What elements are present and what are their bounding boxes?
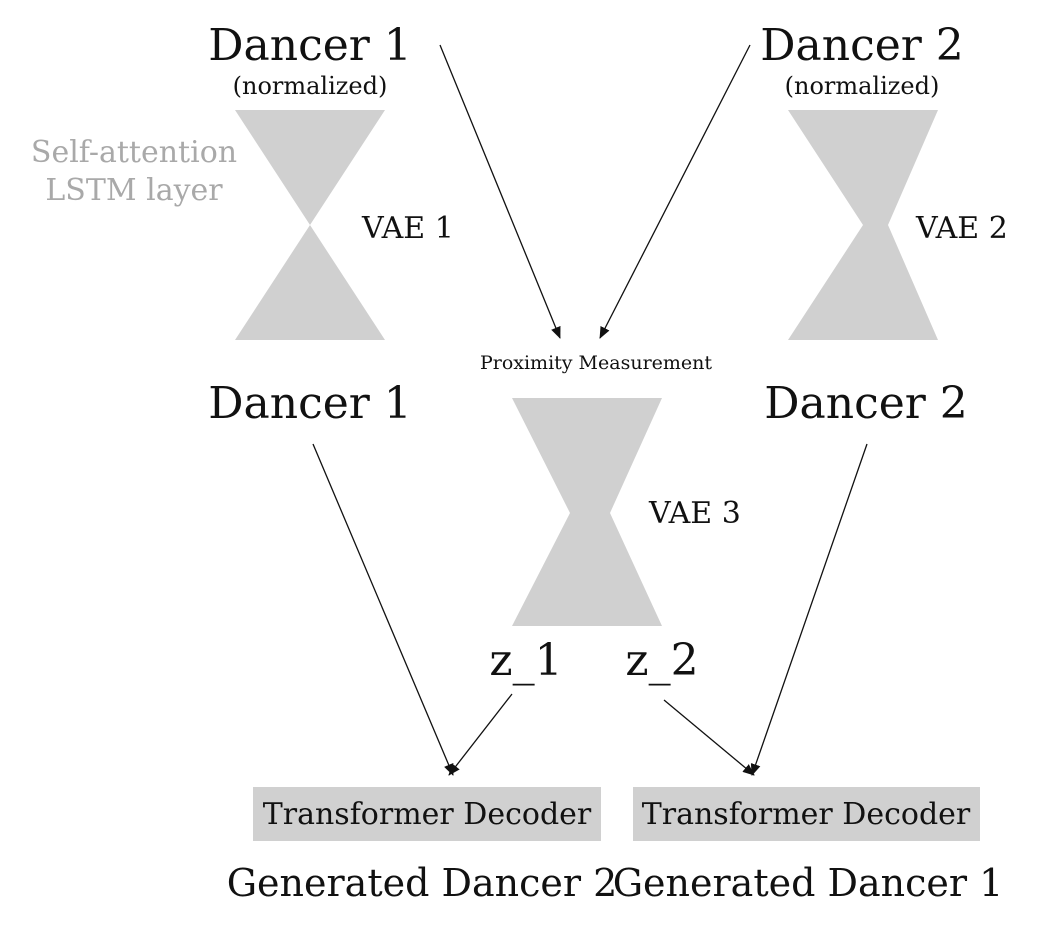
- arrow-dancer2-to-proximity: [599, 44, 751, 339]
- vae2-hourglass: [788, 110, 938, 340]
- output-left-label: Generated Dancer 2: [227, 861, 618, 905]
- arrow-dancer1-to-decoder-left: [312, 443, 454, 776]
- arrow-dancer2-to-decoder-right: [750, 443, 868, 776]
- vae1-hourglass: [235, 110, 385, 340]
- arrow-z1-to-decoder-left: [448, 693, 513, 776]
- output-right-label: Generated Dancer 1: [613, 861, 1004, 905]
- decoder-left-box: [253, 787, 601, 841]
- dancer1-input-title: Dancer 1: [208, 20, 412, 71]
- vae2-label: VAE 2: [915, 211, 1008, 246]
- vae3-label: VAE 3: [648, 496, 741, 531]
- dancer1-input-subtitle: (normalized): [233, 72, 388, 100]
- dancer1-middle-label: Dancer 1: [208, 378, 412, 429]
- vae3-hourglass: [512, 398, 662, 626]
- decoder-right-box: [633, 787, 980, 841]
- arrow-z2-to-decoder-right: [663, 699, 755, 776]
- dancer2-input-title: Dancer 2: [760, 20, 964, 71]
- vae1-label: VAE 1: [361, 211, 454, 246]
- dancer2-input-subtitle: (normalized): [785, 72, 940, 100]
- proximity-label: Proximity Measurement: [480, 352, 712, 374]
- layer-note-line2: LSTM layer: [45, 173, 223, 208]
- latent-z1-label: z_1: [489, 635, 562, 686]
- decoder-right-label: Transformer Decoder: [642, 797, 971, 832]
- decoder-left-label: Transformer Decoder: [263, 797, 592, 832]
- latent-z2-label: z_2: [625, 635, 698, 686]
- arrow-dancer1-to-proximity: [439, 44, 561, 339]
- dancer2-middle-label: Dancer 2: [764, 378, 968, 429]
- layer-note-line1: Self-attention: [31, 135, 237, 170]
